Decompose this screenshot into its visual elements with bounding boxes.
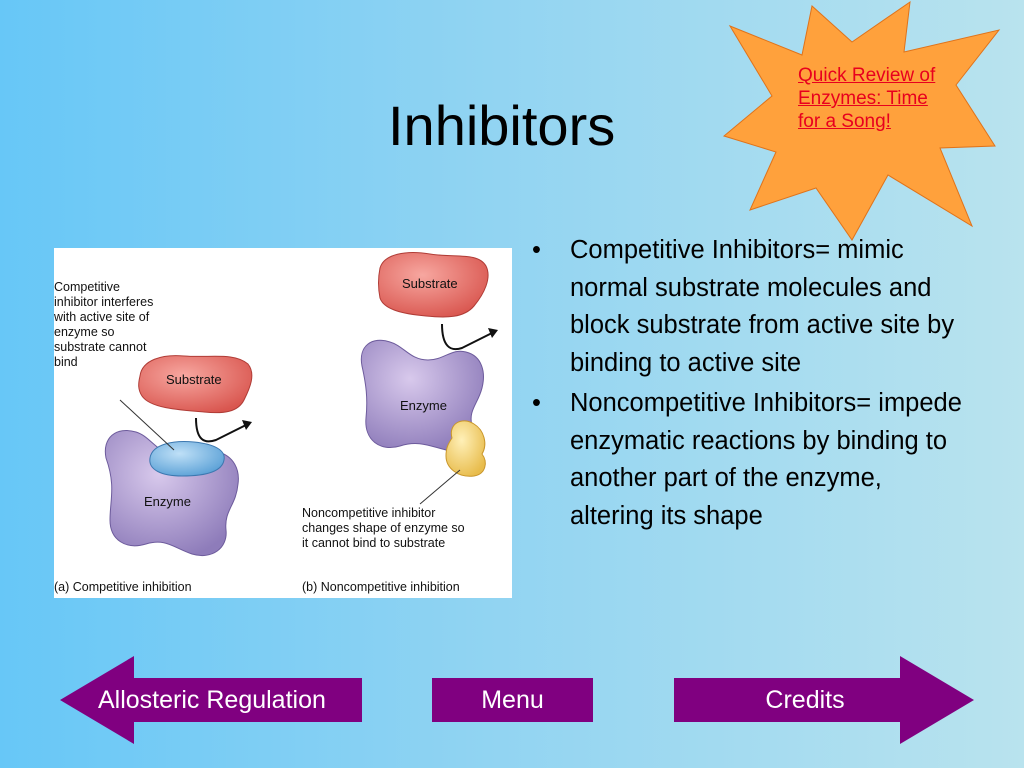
bullet-text-competitive: Competitive Inhibitors= mimic normal sub… — [570, 236, 955, 377]
bullet-item-competitive: • Competitive Inhibitors= mimic normal s… — [532, 232, 972, 382]
caption-a: (a) Competitive inhibition — [54, 580, 192, 594]
enzyme-label-a: Enzyme — [144, 494, 191, 509]
bullet-marker: • — [532, 389, 541, 417]
starburst-callout: Quick Review of Enzymes: Time for a Song… — [712, 0, 1024, 245]
arrow-a — [195, 417, 249, 443]
competitive-inhibitor-shape — [149, 441, 225, 477]
enzyme-shape-b — [360, 339, 484, 452]
back-nav-button[interactable]: Allosteric Regulation — [60, 656, 362, 744]
substrate-shape-a — [138, 355, 253, 414]
slide-title: Inhibitors — [388, 94, 616, 157]
noncompetitive-note: Noncompetitive inhibitor changes shape o… — [302, 506, 465, 550]
enzyme-inhibition-figure: Competitive inhibitor interferes with ac… — [54, 248, 512, 598]
pointer-line-a — [119, 399, 175, 451]
back-nav-label[interactable]: Allosteric Regulation — [98, 686, 326, 714]
menu-label[interactable]: Menu — [481, 686, 544, 714]
enzyme-illustration — [104, 252, 498, 556]
arrow-a-head — [242, 420, 252, 430]
starburst-shape — [722, 0, 1001, 241]
forward-nav-label[interactable]: Credits — [765, 686, 845, 714]
competitive-note: Competitive inhibitor interferes with ac… — [54, 280, 154, 369]
bullet-list: • Competitive Inhibitors= mimic normal s… — [532, 232, 972, 538]
quick-review-link[interactable]: Quick Review of Enzymes: Time for a Song… — [798, 65, 936, 132]
right-arrow-icon — [674, 656, 974, 744]
menu-button[interactable]: Menu — [432, 678, 593, 722]
bullet-text-noncompetitive: Noncompetitive Inhibitors= impede enzyma… — [570, 389, 962, 530]
substrate-shape-b — [378, 252, 489, 318]
arrow-b-head — [488, 328, 498, 338]
forward-nav-button[interactable]: Credits — [674, 656, 974, 744]
arrow-b — [441, 323, 495, 351]
bullet-item-noncompetitive: • Noncompetitive Inhibitors= impede enzy… — [532, 385, 972, 535]
substrate-label-b: Substrate — [402, 276, 458, 291]
substrate-label-a: Substrate — [166, 372, 222, 387]
enzyme-label-b: Enzyme — [400, 398, 447, 413]
left-arrow-icon — [60, 656, 362, 744]
pointer-line-b — [419, 469, 461, 505]
bullet-marker: • — [532, 236, 541, 264]
noncompetitive-inhibitor-shape — [445, 420, 486, 477]
caption-b: (b) Noncompetitive inhibition — [302, 580, 460, 594]
